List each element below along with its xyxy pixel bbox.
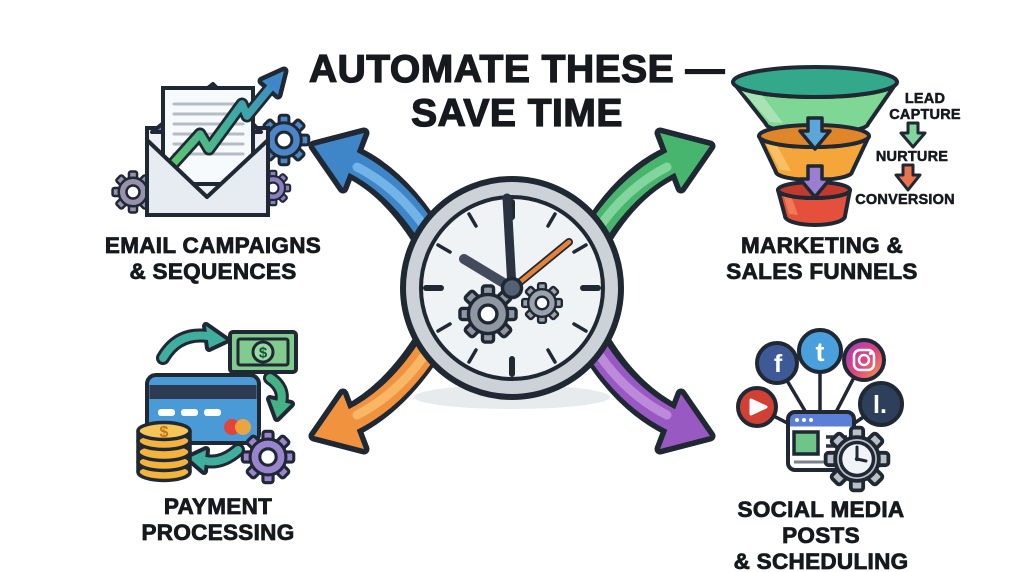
clock-gears-icon — [308, 127, 716, 455]
sales-funnel-icon — [731, 65, 927, 227]
dollar-bill-icon: $ — [228, 330, 298, 374]
stage1-line-1: LEAD — [904, 91, 946, 108]
payment-gear-icon — [240, 429, 296, 485]
arrow-to-social — [573, 319, 716, 455]
funnel-stage-label-conversion: CONVERSION — [855, 192, 955, 209]
title-line-1: AUTOMATE THESE — — [308, 47, 726, 91]
stage-arrow-green-icon — [899, 121, 927, 149]
bill-dollar-glyph: $ — [259, 345, 268, 362]
browser-window-icon — [786, 410, 856, 472]
social-caption-line-2: & SCHEDULING — [733, 549, 909, 572]
l-dot-social-icon: l. — [858, 381, 904, 427]
facebook-glyph: f — [774, 350, 783, 378]
l-dot-glyph: l. — [873, 391, 887, 419]
coin-stack-icon: $ — [136, 420, 192, 483]
twitter-icon: t — [797, 328, 843, 374]
payment-caption-line-2: PROCESSING — [141, 520, 295, 546]
growth-arrow-icon — [165, 66, 289, 172]
funnels-caption-line-2: SALES FUNNELS — [726, 259, 918, 285]
cycle-arrow-top-icon — [156, 322, 230, 365]
clock-center-cap — [500, 276, 524, 300]
clock-gear-small-icon — [521, 282, 563, 324]
arrow-to-email — [308, 127, 451, 263]
scheduler-gear-clock-icon — [823, 425, 891, 493]
email-caption: EMAIL CAMPAIGNS & SEQUENCES — [104, 233, 322, 285]
payment-caption-line-1: PAYMENT — [163, 494, 273, 520]
funnels-caption: MARKETING & SALES FUNNELS — [726, 233, 918, 285]
instagram-icon — [842, 338, 886, 382]
social-caption-line-1: SOCIAL MEDIA POSTS — [737, 497, 905, 549]
email-caption-line-2: & SEQUENCES — [129, 259, 297, 285]
stage1-line-2: CAPTURE — [889, 107, 961, 124]
funnel-stage-label-lead-capture: LEAD CAPTURE — [889, 91, 961, 124]
facebook-icon: f — [755, 341, 799, 385]
cycle-arrow-right-icon — [263, 371, 295, 422]
email-caption-line-1: EMAIL CAMPAIGNS — [104, 233, 322, 259]
social-media-icon: f t l. — [736, 328, 904, 493]
page-title: AUTOMATE THESE — SAVE TIME — [308, 47, 726, 136]
funnel-step-arrow-purple-icon — [798, 164, 832, 199]
coin-dollar-glyph: $ — [160, 424, 169, 441]
stage-arrow-orange-icon — [894, 163, 922, 192]
title-line-2: SAVE TIME — [410, 91, 623, 135]
stage2-line: NURTURE — [875, 149, 949, 166]
funnel-step-arrow-blue-icon — [798, 116, 832, 151]
payment-processing-icon: $ — [136, 322, 298, 485]
funnel-stage-label-nurture: NURTURE — [875, 149, 949, 166]
stage3-line: CONVERSION — [855, 192, 955, 209]
social-caption: SOCIAL MEDIA POSTS & SCHEDULING — [720, 497, 923, 572]
youtube-icon — [736, 386, 778, 428]
arrow-to-funnels — [573, 127, 716, 263]
twitter-glyph: t — [816, 337, 825, 367]
email-campaigns-icon — [111, 66, 311, 217]
funnels-caption-line-1: MARKETING & — [740, 233, 904, 259]
arrow-to-payment — [308, 319, 451, 455]
payment-caption: PAYMENT PROCESSING — [141, 494, 295, 546]
cycle-arrow-bottom-icon — [185, 443, 245, 475]
envelope-front — [145, 138, 270, 217]
